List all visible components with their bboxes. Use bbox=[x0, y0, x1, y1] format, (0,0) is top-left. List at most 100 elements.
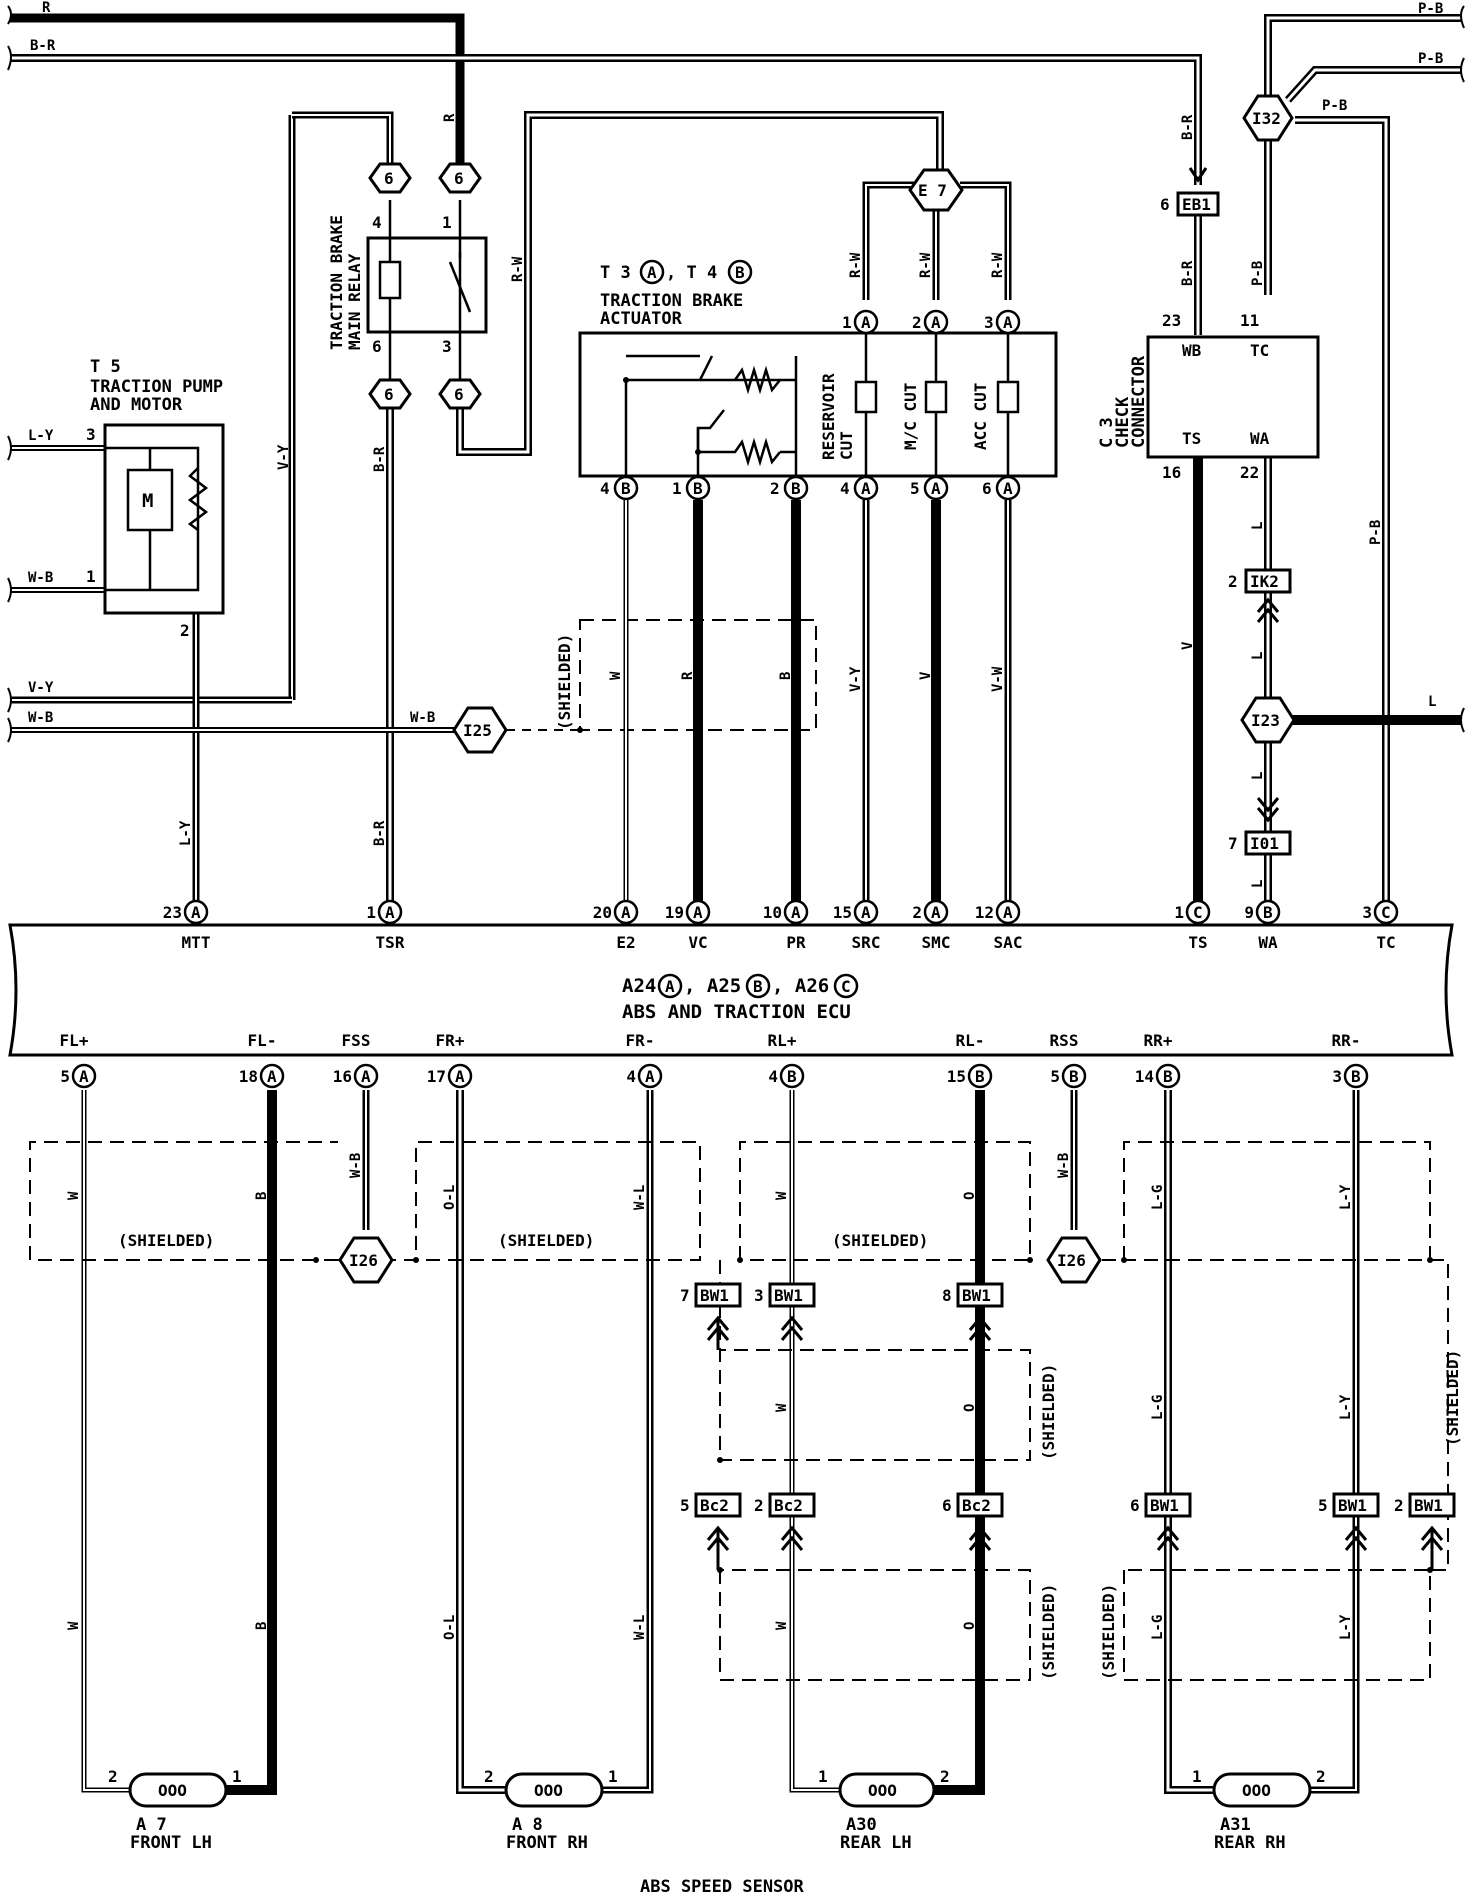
ecu-bottom-pin-number: 3 bbox=[1332, 1067, 1342, 1086]
bw1-label-4: BW1 bbox=[1150, 1496, 1179, 1515]
ecu-title-sep2: , A26 bbox=[772, 975, 829, 997]
relay-pin-1: 1 bbox=[442, 213, 452, 232]
ecu-bottom-pin-circle bbox=[967, 1063, 993, 1089]
wire-r-label: R bbox=[42, 0, 51, 16]
a8-id: A 8 bbox=[512, 1815, 543, 1835]
fr-wire-ol: O-L bbox=[442, 1185, 458, 1210]
act-bpin-4b-b: B bbox=[621, 479, 631, 498]
rl-wire-w-3: W bbox=[774, 1621, 790, 1630]
i01-connector bbox=[1244, 830, 1292, 856]
bw1-label-3: BW1 bbox=[962, 1286, 991, 1305]
top-wires bbox=[10, 13, 1462, 910]
ecu-top-pin-circle bbox=[923, 899, 949, 925]
rl-wire-o: O bbox=[962, 1192, 978, 1200]
rr-wire-lg: L-G bbox=[1150, 1185, 1166, 1210]
ecu-top-pin-number: 1 bbox=[366, 903, 376, 922]
check-wire-l-1: L bbox=[1250, 522, 1266, 530]
shield-junctions bbox=[313, 1257, 1433, 1263]
check-pin-23: 23 bbox=[1162, 311, 1181, 330]
ecu-bottom-pin-conn: B bbox=[787, 1067, 797, 1086]
check-title-2: CONNECTOR bbox=[1129, 355, 1149, 448]
rr-wire-ly-3: L-Y bbox=[1338, 1614, 1354, 1640]
ecu-bottom-terminal: FSS bbox=[342, 1031, 371, 1050]
check-wire-pb-2: P-B bbox=[1368, 520, 1384, 545]
relay-conn-6b: 6 bbox=[454, 169, 464, 188]
ecu-top-pins: A23MTTA1TSRA20E2A19VCA10PRA15SRCA2SMCA12… bbox=[163, 899, 1399, 952]
sol-acc: ACC CUT bbox=[971, 383, 990, 450]
rl-wire-w: W bbox=[774, 1191, 790, 1200]
ecu-top-pin-circle bbox=[1185, 899, 1211, 925]
i25-connector bbox=[452, 706, 508, 754]
ecu-top-terminal: SRC bbox=[852, 933, 881, 952]
ecu-bottom-pin-conn: A bbox=[267, 1067, 277, 1086]
ecu-top-pin-number: 2 bbox=[912, 903, 922, 922]
ecu-top-pin-circle bbox=[995, 899, 1021, 925]
check-ts: TS bbox=[1182, 429, 1201, 448]
bc2-pin-5: 5 bbox=[680, 1496, 690, 1515]
check-wire-v: V bbox=[1180, 641, 1196, 650]
act-pin-1: 1 bbox=[842, 313, 852, 332]
a8-name: FRONT RH bbox=[506, 1833, 588, 1853]
act-pin-1-a: A bbox=[861, 313, 871, 332]
ecu-top-terminal: TC bbox=[1376, 933, 1395, 952]
pump-id: T 5 bbox=[90, 357, 121, 377]
relay-pin-3: 3 bbox=[442, 337, 452, 356]
act-wire-v: V bbox=[918, 671, 934, 680]
ecu-bottom-pin-circle bbox=[779, 1063, 805, 1089]
ecu-bottom-pin-conn: A bbox=[361, 1067, 371, 1086]
actuator-title-2: ACTUATOR bbox=[600, 309, 683, 329]
wire-pb-label-2: P-B bbox=[1418, 51, 1443, 67]
fl-wire-w: W bbox=[66, 1191, 82, 1200]
check-wb: WB bbox=[1182, 341, 1202, 360]
actuator-conn-b: B bbox=[735, 263, 745, 282]
pump-title-1: TRACTION PUMP bbox=[90, 377, 223, 397]
pump-wire-ly: L-Y bbox=[28, 428, 54, 444]
ecu-top-pin-conn: A bbox=[1003, 903, 1013, 922]
ecu-top-pin-number: 15 bbox=[833, 903, 852, 922]
a7-pin-2: 2 bbox=[108, 1767, 118, 1786]
ecu-top-pin-conn: B bbox=[1263, 903, 1273, 922]
ecu-bottom-pin-conn: A bbox=[79, 1067, 89, 1086]
shield-label-rl-3: (SHIELDED) bbox=[1039, 1584, 1058, 1680]
act-bpin-6a: 6 bbox=[982, 479, 992, 498]
pump-wire-wb: W-B bbox=[28, 570, 53, 586]
rear-connectors bbox=[694, 1282, 1456, 1518]
ecu-bottom-pins: FL+A5FL-A18FSSA16FR+A17FR-A4RL+B4RL-B15R… bbox=[60, 1031, 1369, 1089]
bc2-label-1: Bc2 bbox=[700, 1496, 729, 1515]
ecu-conn-b: B bbox=[753, 977, 763, 996]
footer-caption: ABS SPEED SENSOR bbox=[640, 1877, 805, 1897]
i26-connector-b bbox=[1046, 1236, 1102, 1284]
ecu-bottom-terminal: RR- bbox=[1332, 1031, 1361, 1050]
relay-internals bbox=[378, 200, 472, 385]
ecu-bottom-pin-circle bbox=[447, 1063, 473, 1089]
left-wire-tails bbox=[7, 435, 12, 743]
check-wire-pb: P-B bbox=[1250, 261, 1266, 286]
wire-pb-label-3: P-B bbox=[1322, 98, 1347, 114]
check-wire-l-3: L bbox=[1250, 772, 1266, 780]
ecu-title-2: ABS AND TRACTION ECU bbox=[622, 1001, 851, 1023]
act-wire-w: W bbox=[608, 671, 624, 680]
sensor-wires bbox=[81, 1090, 1360, 1795]
ecu-top-pin-number: 23 bbox=[163, 903, 182, 922]
rss-wire-wb: W-B bbox=[1056, 1153, 1072, 1178]
a7-name: FRONT LH bbox=[130, 1833, 212, 1853]
relay-conn-6a: 6 bbox=[384, 169, 394, 188]
sol-reservoir-2: CUT bbox=[837, 431, 856, 460]
bw1-label-6: BW1 bbox=[1414, 1496, 1443, 1515]
bw1-pin-5: 5 bbox=[1318, 1496, 1328, 1515]
relay-conn-6c: 6 bbox=[384, 385, 394, 404]
act-wire-rw-2: R-W bbox=[918, 252, 934, 278]
check-id: C 3 bbox=[1097, 417, 1117, 448]
bw1-label-1: BW1 bbox=[700, 1286, 729, 1305]
act-pin-3-a: A bbox=[1003, 313, 1013, 332]
ecu-top-pin-number: 19 bbox=[665, 903, 684, 922]
bw1-pin-2: 2 bbox=[1394, 1496, 1404, 1515]
ecu-top-terminal: TSR bbox=[376, 933, 405, 952]
fl-wire-w-2: W bbox=[66, 1621, 82, 1630]
act-wire-vw: V-W bbox=[990, 666, 1006, 692]
ecu-top-pin-number: 1 bbox=[1174, 903, 1184, 922]
bc2-pin-2: 2 bbox=[754, 1496, 764, 1515]
pump-title-2: AND MOTOR bbox=[90, 395, 183, 415]
ecu-bottom-pin-circle bbox=[259, 1063, 285, 1089]
